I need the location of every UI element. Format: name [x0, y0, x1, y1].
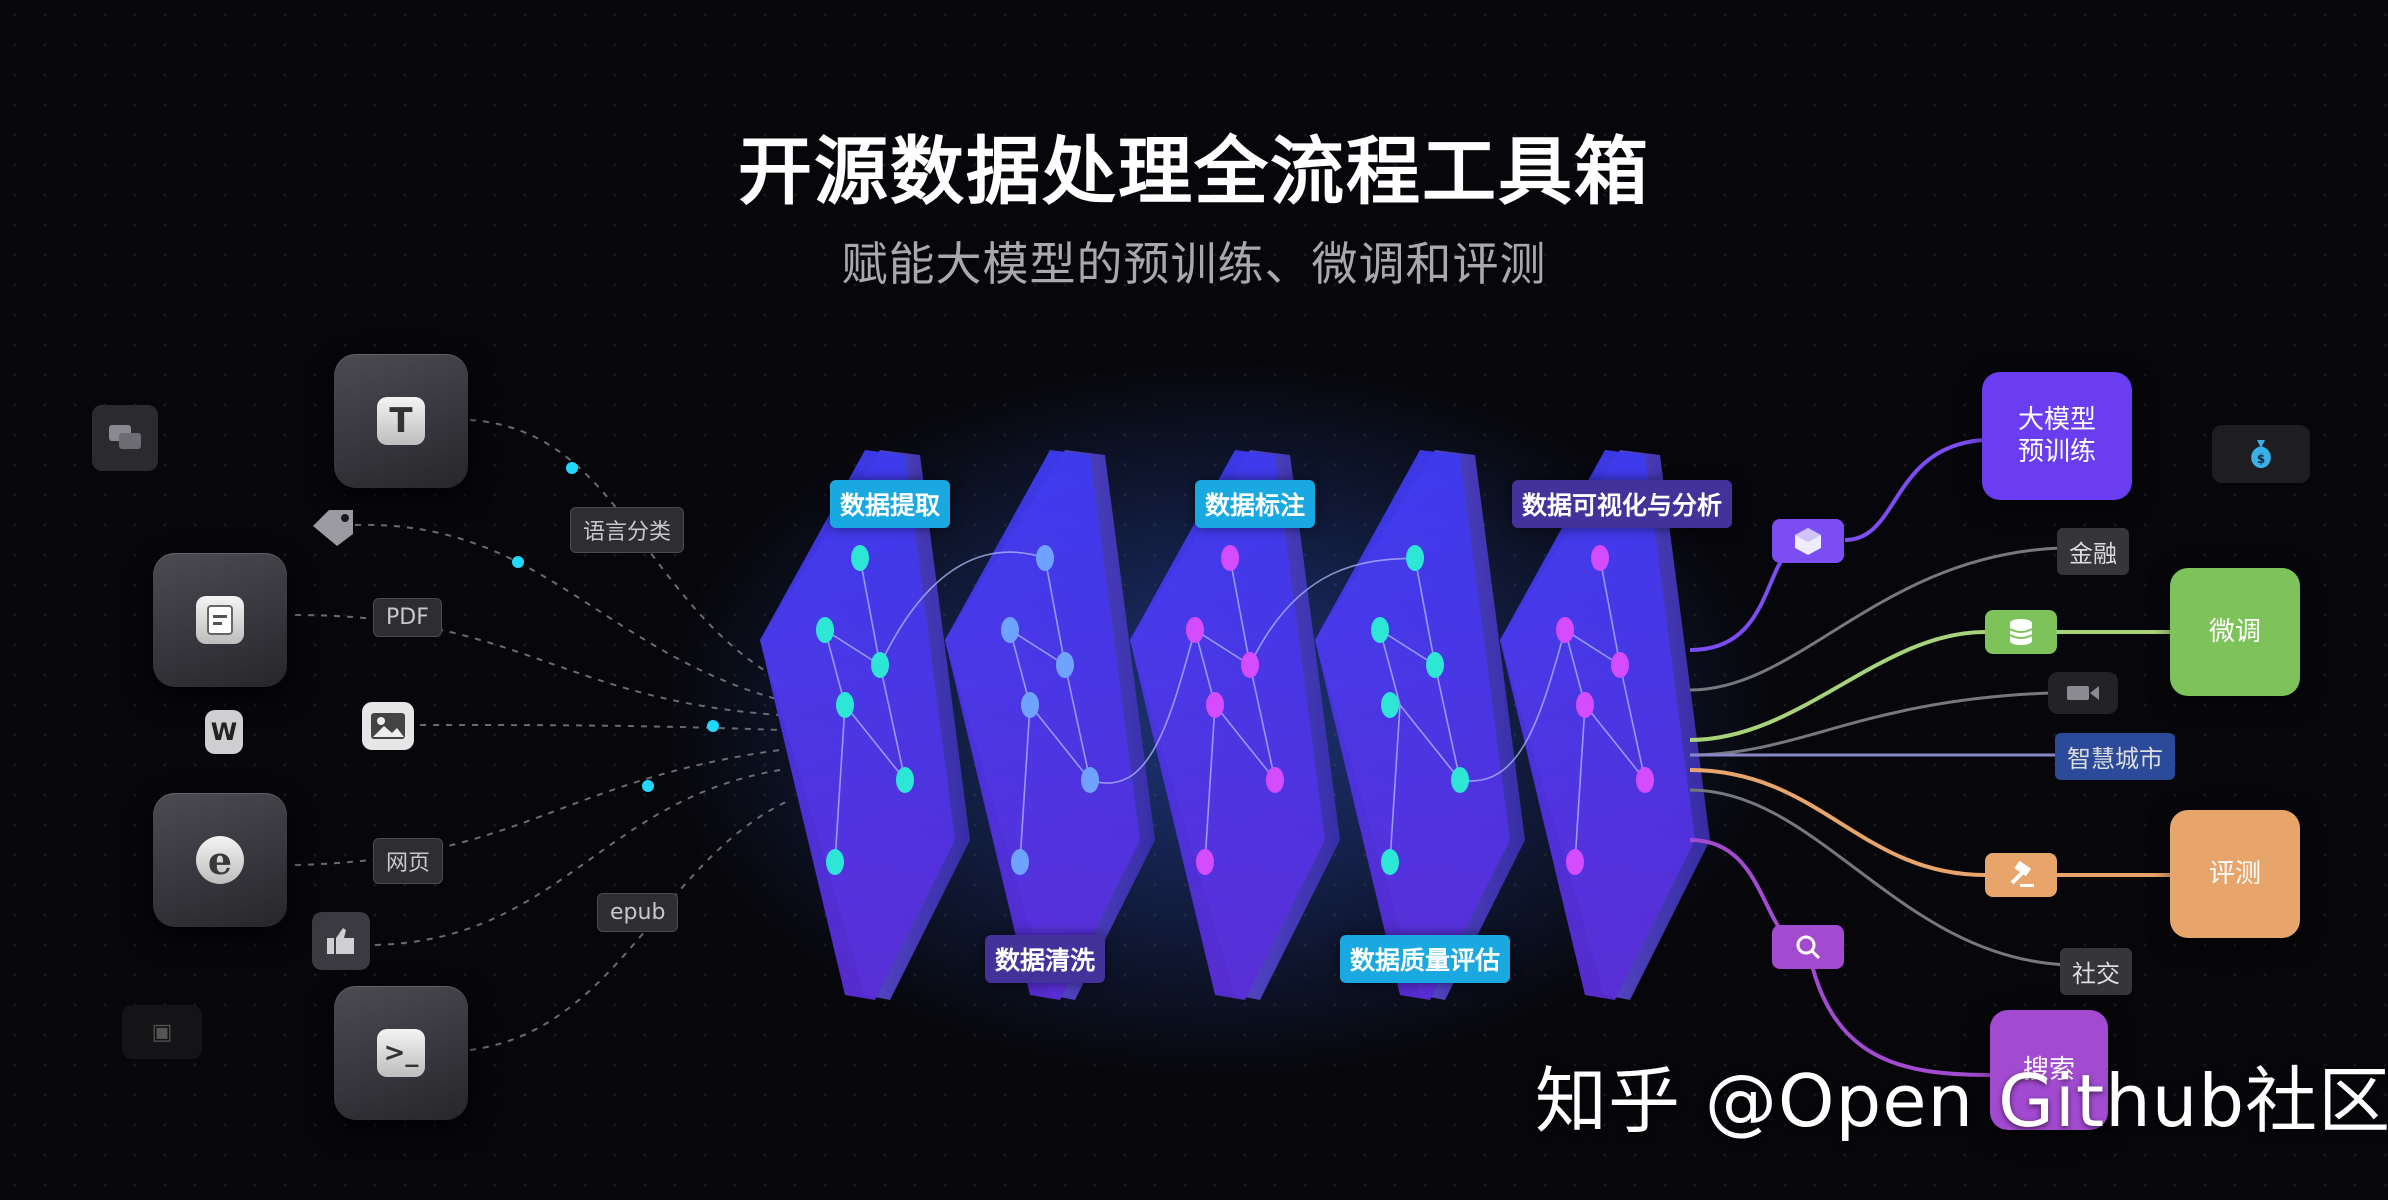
text-icon: T — [377, 397, 425, 445]
link-dot — [512, 556, 524, 568]
word-file-icon: W — [205, 710, 243, 754]
chat-icon — [92, 405, 158, 471]
pipeline-panels — [760, 450, 1710, 1000]
link-dot — [566, 462, 578, 474]
link-dot — [642, 780, 654, 792]
watermark: 知乎 @Open Github社区 — [1535, 1059, 2388, 1143]
browser-icon: e — [196, 836, 244, 884]
stage-label-quality: 数据质量评估 — [1340, 935, 1511, 983]
category-social: 社交 — [2060, 948, 2132, 995]
output-evaluate: 评测 — [2170, 810, 2300, 938]
database-icon — [1985, 610, 2057, 654]
panel-3 — [1130, 450, 1325, 1000]
link-image-source — [419, 724, 781, 731]
money-bag-icon: $ — [2212, 425, 2310, 483]
code-block-icon: ▣ — [122, 1005, 202, 1059]
terminal-icon: >_ — [377, 1029, 425, 1077]
search-icon — [1772, 925, 1844, 969]
svg-text:$: $ — [2257, 452, 2265, 466]
stage-label-clean: 数据清洗 — [985, 935, 1106, 983]
tag-pdf: PDF — [373, 598, 442, 637]
tag-icon — [308, 503, 358, 549]
text-source-card: T — [334, 354, 468, 488]
stage-label-annotate: 数据标注 — [1195, 480, 1316, 528]
tag-webpage: 网页 — [373, 838, 444, 884]
category-finance: 金融 — [2057, 528, 2129, 575]
category-smart-city: 智慧城市 — [2055, 733, 2175, 780]
gavel-icon — [1985, 853, 2057, 897]
terminal-source-card: >_ — [334, 986, 468, 1120]
panel-5 — [1500, 450, 1695, 1000]
link-tag-source — [354, 523, 781, 701]
output-finetune: 微调 — [2170, 568, 2300, 696]
stage-label-extract: 数据提取 — [830, 480, 951, 528]
link-like-source — [374, 769, 781, 946]
panel-4 — [1315, 450, 1510, 1000]
link-to-search — [1806, 947, 1991, 1077]
node-points — [816, 545, 1654, 875]
link-to-finance — [1689, 546, 2061, 692]
link-terminal-source — [469, 799, 791, 1051]
link-to-camera — [1689, 691, 2051, 757]
output-pretrain: 大模型 预训练 — [1982, 372, 2132, 500]
link-dot — [707, 720, 719, 732]
link-to-evaluate-chip — [1689, 768, 1986, 877]
thumbs-up-icon — [312, 912, 370, 970]
tag-language-classification: 语言分类 — [570, 507, 685, 553]
output-search: 搜索 — [1990, 1010, 2108, 1130]
panel-1 — [760, 450, 955, 1000]
page-title: 开源数据处理全流程工具箱 — [738, 129, 1650, 215]
tag-epub: epub — [597, 893, 679, 932]
link-to-pretrain — [1844, 438, 1983, 542]
page-subtitle: 赋能大模型的预训练、微调和评测 — [841, 237, 1547, 291]
link-to-social — [1689, 788, 2071, 967]
panel-2 — [945, 450, 1140, 1000]
link-webpage-source — [294, 749, 781, 866]
image-icon — [362, 702, 414, 750]
video-camera-icon — [2048, 672, 2118, 714]
document-icon — [196, 596, 244, 644]
document-source-card — [153, 553, 287, 687]
link-to-finetune-chip — [1689, 630, 1986, 742]
cube-icon — [1772, 519, 1844, 563]
stage-label-visualize: 数据可视化与分析 — [1512, 480, 1733, 528]
webpage-source-card: e — [153, 793, 287, 927]
